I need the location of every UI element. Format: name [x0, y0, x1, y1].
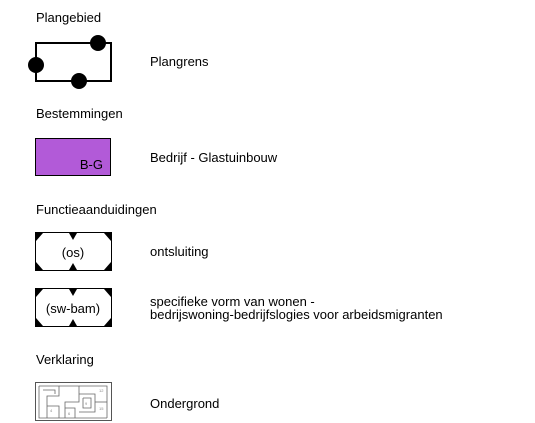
svg-text:12: 12	[99, 388, 104, 393]
legend-label-plangrens: Plangrens	[150, 54, 209, 69]
bestemming-swatch-b-g: B-G	[35, 138, 111, 176]
svg-text:15: 15	[99, 406, 104, 411]
plangrens-boundary-icon	[27, 34, 115, 92]
section-heading-plangebied: Plangebied	[36, 10, 102, 25]
legend-label-line-1: specifieke vorm van wonen -	[150, 294, 315, 309]
functieaanduiding-sw-bam-symbol: (sw-bam)	[35, 288, 113, 328]
legend-label-ondergrond: Ondergrond	[150, 396, 220, 411]
section-heading-functieaanduidingen: Functieaanduidingen	[36, 202, 157, 217]
functieaanduiding-os-symbol: (os)	[35, 232, 113, 272]
svg-text:9: 9	[85, 401, 88, 406]
legend-label-ontsluiting: ontsluiting	[150, 244, 209, 259]
bestemming-code: B-G	[79, 157, 103, 172]
functieaanduiding-code-sw-bam: (sw-bam)	[46, 301, 100, 316]
svg-text:6: 6	[68, 411, 71, 416]
legend-label-line-2: bedrijswoning-bedrijfslogies voor arbeid…	[150, 307, 443, 322]
legend-label-bedrijf-glastuinbouw: Bedrijf - Glastuinbouw	[150, 150, 278, 165]
section-heading-verklaring: Verklaring	[36, 352, 94, 367]
svg-text:4: 4	[50, 408, 53, 413]
legend-label-specifieke-vorm-van-wonen: specifieke vorm van wonen - bedrijswonin…	[150, 295, 443, 321]
functieaanduiding-code-os: (os)	[62, 245, 84, 260]
section-heading-bestemmingen: Bestemmingen	[36, 106, 123, 121]
cadastral-map-icon: 4 6 12 15 9	[35, 382, 113, 422]
